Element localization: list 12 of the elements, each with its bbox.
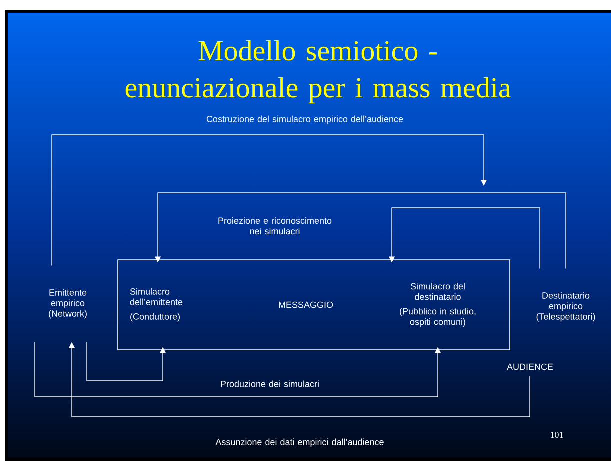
- simulacrum-text: Simulacro dell’emittente (Conduttore): [130, 288, 183, 322]
- edge-label: Costruzione del simulacro empirico dell’audience: [206, 116, 404, 124]
- node-label: Emittente empirico (Network): [49, 289, 87, 319]
- node-label: Destinatario empirico (Telespettatori): [536, 292, 596, 322]
- edge-label: Assunzione dei dati empirici dall’audience: [216, 438, 384, 448]
- edge-label: Proiezione e riconoscimento nei simulacri: [218, 217, 332, 235]
- arrow: [52, 134, 488, 266]
- node-label: AUDIENCE: [507, 364, 554, 370]
- simulacrum-text: Simulacro del destinatario (Pubblico in studio, ospiti comuni): [400, 283, 476, 327]
- title: Modello semiotico - enunciazionale per i mass media: [126, 40, 511, 104]
- page-number: 101: [551, 432, 564, 438]
- edge-label: Produzione dei simulacri: [221, 380, 319, 388]
